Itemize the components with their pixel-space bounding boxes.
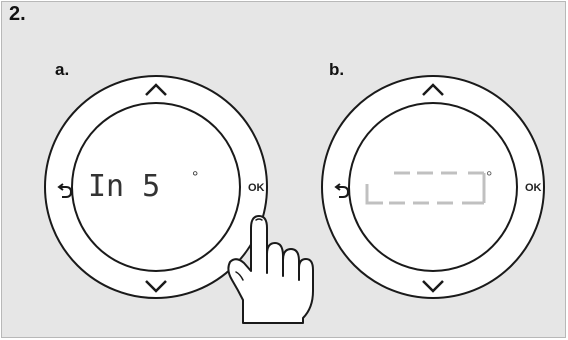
thermostat-b-screen (348, 102, 518, 272)
thermostat-a: OK In 5 ° (44, 75, 268, 299)
panel-b-label: b. (329, 60, 345, 79)
back-arrow-icon[interactable] (334, 183, 350, 198)
step-number: 2. (9, 3, 26, 25)
thermostat-b: OK ° (321, 75, 545, 299)
panel-a-label: a. (55, 60, 70, 79)
chevron-up-icon[interactable] (145, 83, 167, 96)
degree-symbol-a: ° (192, 169, 198, 186)
thermostat-a-screen (71, 102, 241, 272)
chevron-up-icon[interactable] (422, 83, 444, 96)
ok-button[interactable]: OK (525, 182, 542, 194)
display-segments-b (365, 171, 486, 205)
pointing-hand-icon (227, 215, 314, 324)
degree-symbol-b: ° (486, 169, 492, 186)
chevron-down-icon[interactable] (422, 280, 444, 293)
chevron-down-icon[interactable] (145, 280, 167, 293)
display-text-a: In 5 (88, 169, 160, 204)
back-arrow-icon[interactable] (57, 183, 73, 198)
ok-button[interactable]: OK (248, 182, 265, 194)
